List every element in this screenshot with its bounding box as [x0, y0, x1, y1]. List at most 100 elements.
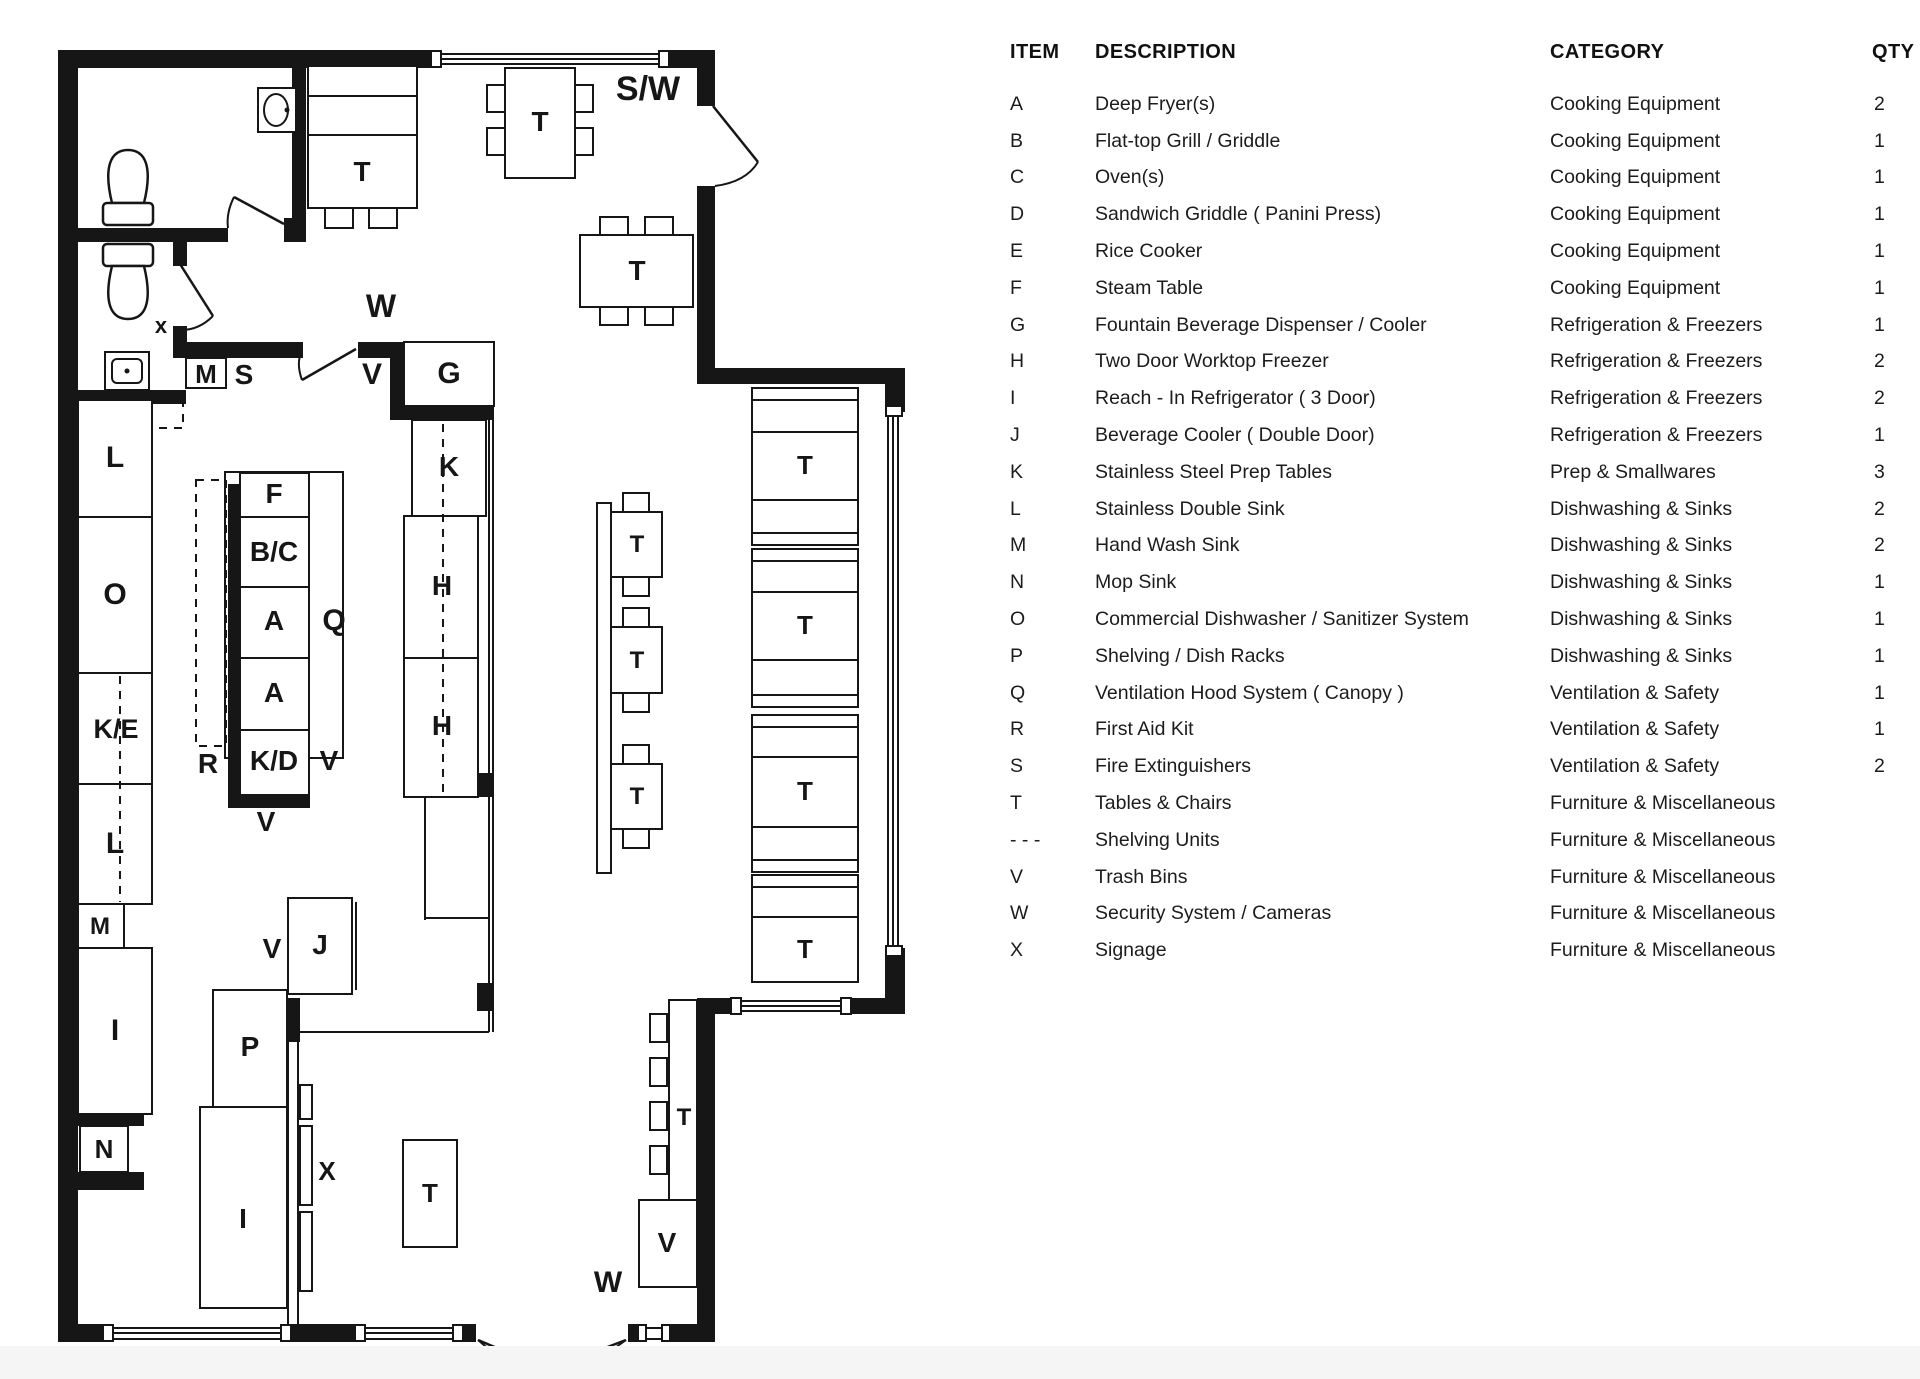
door-restroom-1: [226, 195, 285, 229]
worktop-freezer-H2: [403, 657, 479, 798]
plan-label-ke: K/E: [93, 714, 138, 744]
item-category: Ventilation & Safety: [1550, 718, 1720, 741]
item-code: W: [1010, 902, 1029, 925]
item-code: X: [1010, 939, 1024, 962]
shelving-dashed-cookline: [195, 479, 227, 747]
equipment-table-header: ITEM DESCRIPTION CATEGORY QTY: [1010, 38, 1914, 66]
front-counter: [649, 999, 698, 1201]
item-category: Refrigeration & Freezers: [1550, 387, 1763, 410]
steam-table-F: [239, 472, 310, 518]
item-code: G: [1010, 313, 1026, 336]
item-category: Furniture & Miscellaneous: [1550, 865, 1776, 888]
plan-label-r: R: [198, 748, 218, 779]
item-qty: 2: [1874, 534, 1885, 557]
item-description: Stainless Double Sink: [1095, 497, 1285, 520]
plan-label-t: T: [797, 450, 813, 480]
plan-label-t: T: [797, 610, 813, 640]
item-qty: 1: [1874, 203, 1885, 226]
item-description: Shelving / Dish Racks: [1095, 644, 1285, 667]
booth-right-1: [751, 387, 859, 546]
booth-right-3: [751, 714, 859, 873]
dishwasher-O: [77, 516, 153, 674]
plan-label-v: V: [263, 933, 282, 964]
item-description: Steam Table: [1095, 276, 1204, 299]
item-category: Cooking Equipment: [1550, 129, 1721, 152]
plan-label-t: T: [531, 106, 548, 137]
signage-panel-3: [299, 1211, 313, 1292]
plan-label-w: W: [594, 1266, 623, 1299]
col-header-category: CATEGORY: [1550, 40, 1665, 63]
item-category: Furniture & Miscellaneous: [1550, 939, 1776, 962]
item-qty: 2: [1874, 350, 1885, 373]
item-qty: 2: [1874, 755, 1885, 778]
item-description: Fire Extinguishers: [1095, 755, 1252, 778]
window-right: [885, 405, 903, 957]
windows: [102, 50, 903, 1342]
dining-furniture: [307, 65, 859, 1288]
item-code: H: [1010, 350, 1025, 373]
window-bottom-3: [637, 1324, 671, 1342]
col-header-qty: QTY: [1872, 40, 1915, 63]
item-description: Oven(s): [1095, 166, 1165, 189]
sink-restroom-1: [257, 87, 297, 133]
item-category: Furniture & Miscellaneous: [1550, 902, 1776, 925]
item-code: L: [1010, 497, 1021, 520]
plan-label-m: M: [90, 913, 110, 940]
plan-label-o: O: [103, 578, 126, 611]
plan-label-m: M: [195, 359, 217, 389]
door-restroom-2: [178, 263, 215, 332]
item-description: Beverage Cooler ( Double Door): [1095, 424, 1375, 447]
trash-bin-V-box: [638, 1199, 698, 1288]
item-category: Cooking Equipment: [1550, 92, 1721, 115]
item-code: T: [1010, 792, 1022, 815]
refrigerator-I1: [77, 947, 153, 1115]
plan-label-t: T: [797, 934, 813, 964]
double-sink-L1: [77, 399, 153, 518]
item-description: Deep Fryer(s): [1095, 92, 1216, 115]
fountain-dispenser-G: [403, 341, 495, 407]
item-code: I: [1010, 387, 1016, 410]
plan-label-w: W: [366, 288, 397, 324]
item-code: F: [1010, 276, 1022, 299]
plan-label-l: L: [106, 827, 124, 860]
plan-label-v: V: [257, 806, 276, 837]
restroom-fixtures: [101, 87, 297, 391]
item-code: O: [1010, 608, 1026, 631]
kitchen-equipment: [61, 341, 495, 1324]
refrigerator-I2: [199, 1106, 288, 1309]
item-code: Q: [1010, 681, 1026, 704]
item-qty: 1: [1874, 424, 1885, 447]
item-category: Cooking Equipment: [1550, 203, 1721, 226]
plan-label-f: F: [265, 478, 282, 509]
item-category: Cooking Equipment: [1550, 166, 1721, 189]
plan-label-x: X: [318, 1156, 336, 1186]
item-description: Shelving Units: [1095, 828, 1220, 851]
deep-fryer-A2: [239, 657, 310, 731]
table-top-center: [486, 67, 594, 179]
door-side-entrance: [712, 105, 759, 187]
item-qty: 1: [1874, 644, 1885, 667]
booth-right-2: [751, 548, 859, 708]
item-category: Furniture & Miscellaneous: [1550, 792, 1776, 815]
item-description: Stainless Steel Prep Tables: [1095, 460, 1333, 483]
item-category: Furniture & Miscellaneous: [1550, 828, 1776, 851]
item-category: Dishwashing & Sinks: [1550, 534, 1733, 557]
item-code: E: [1010, 240, 1024, 263]
prep-griddle-KD: [239, 729, 310, 796]
item-qty: 1: [1874, 681, 1885, 704]
item-description: Flat-top Grill / Griddle: [1095, 129, 1281, 152]
page-bottom-margin: [0, 1346, 1920, 1379]
item-code: K: [1010, 460, 1024, 483]
plan-label-q: Q: [322, 604, 345, 637]
